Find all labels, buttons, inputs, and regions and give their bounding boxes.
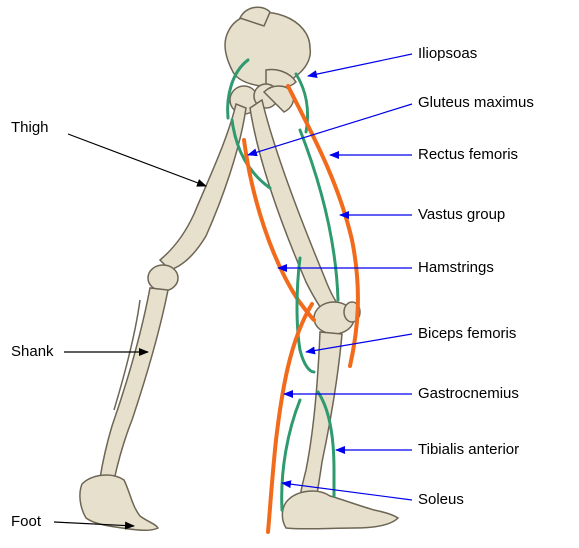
muscle-pointers	[248, 54, 412, 500]
gluteus-maximus-label: Gluteus maximus	[418, 94, 534, 112]
far-leg-bones	[80, 84, 278, 530]
soleus-label: Soleus	[418, 491, 464, 509]
vastus-group-label: Vastus group	[418, 206, 505, 224]
thigh-pointer	[68, 134, 206, 186]
gastrocnemius-label: Gastrocnemius	[418, 385, 519, 403]
hamstrings-label: Hamstrings	[418, 259, 494, 277]
muscle-lines	[228, 60, 358, 532]
tibialis-anterior-label: Tibialis anterior	[418, 441, 519, 459]
shank-label: Shank	[11, 343, 54, 361]
rectus-femoris-label: Rectus femoris	[418, 146, 518, 164]
biceps-femoris-label: Biceps femoris	[418, 325, 516, 343]
iliopsoas-pointer	[308, 54, 412, 76]
gluteus-maximus-pointer	[248, 104, 412, 155]
foot-label: Foot	[11, 513, 41, 531]
iliopsoas-label: Iliopsoas	[418, 45, 477, 63]
thigh-label: Thigh	[11, 119, 49, 137]
segment-pointers	[54, 134, 206, 526]
